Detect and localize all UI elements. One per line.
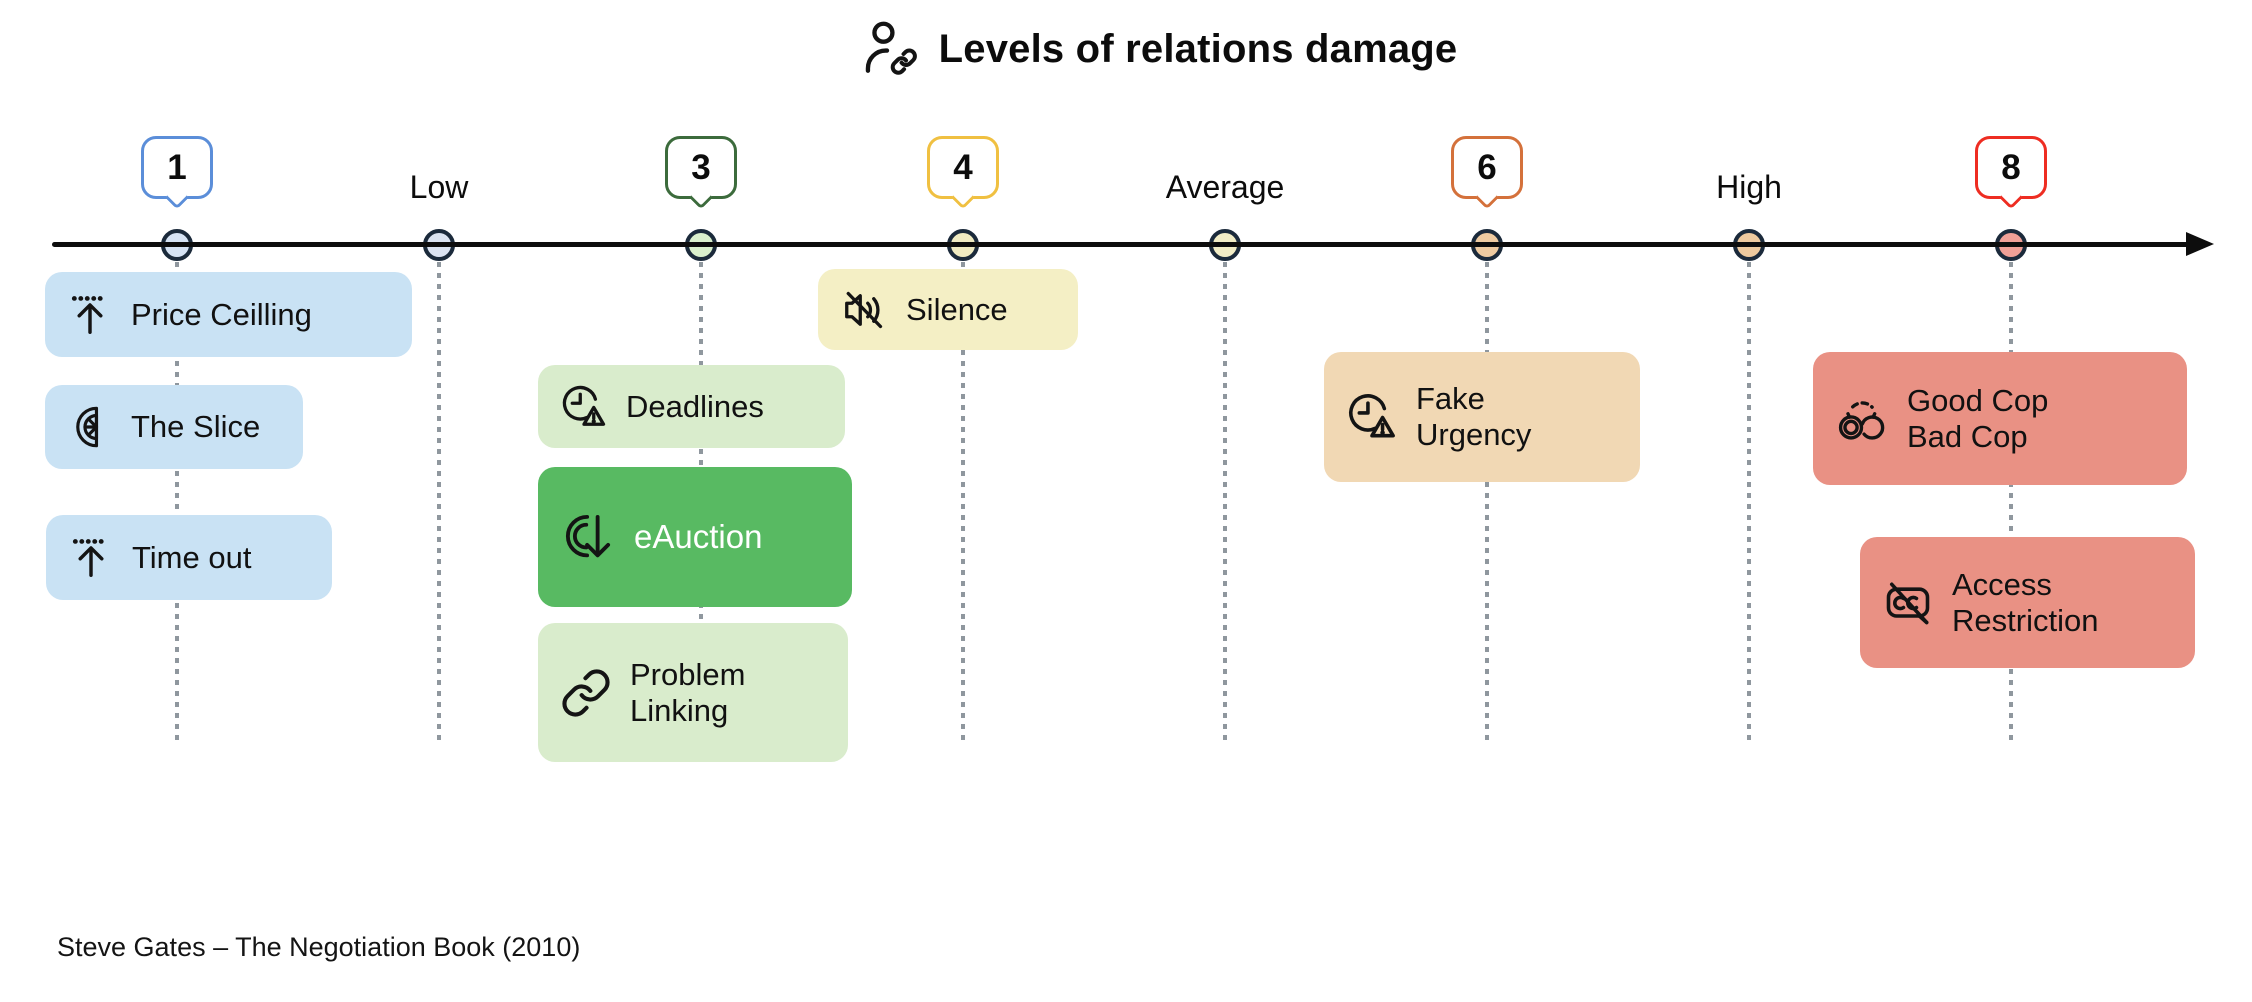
card-label: Problem Linking [630, 656, 746, 728]
half-slice-icon [76, 406, 99, 448]
dotted-guide-line [961, 262, 965, 743]
card-label: The Slice [131, 409, 261, 444]
marker-badge: 6 [1451, 136, 1523, 210]
no-captions-icon [1886, 582, 1930, 624]
badge-notch [688, 185, 714, 210]
ceiling-arrow-icon [72, 538, 110, 577]
card-price-ceilling: Price Ceilling [45, 272, 412, 357]
badge-number: 4 [953, 147, 973, 187]
card-label: Silence [906, 291, 1008, 327]
clock-warning-icon [1349, 394, 1395, 438]
dotted-guide-line [2009, 262, 2013, 743]
card-time-out: Time out [46, 515, 332, 600]
marker-badge: 1 [141, 136, 213, 210]
title-text: Levels of relations damage [938, 26, 1458, 71]
axis-label: Low [409, 169, 469, 205]
badge-notch [950, 185, 976, 210]
dotted-guide-line [1485, 262, 1489, 743]
person-link-icon [865, 21, 917, 75]
dotted-guide-line [1223, 262, 1227, 743]
card-label: Access Restriction [1952, 566, 2099, 638]
badge-number: 6 [1477, 147, 1497, 187]
card-silence: Silence [818, 269, 1078, 350]
marker-badge: 8 [1975, 136, 2047, 210]
card-problem-linking: Problem Linking [538, 623, 848, 762]
timeline-axis [52, 242, 2190, 247]
axis-label: High [1716, 169, 1782, 205]
marker-badge: 3 [665, 136, 737, 210]
handcuffs-icon [1838, 400, 1885, 440]
card-the-slice: The Slice [45, 385, 303, 469]
card-label: Price Ceilling [131, 296, 312, 332]
axis-arrowhead-icon [2186, 232, 2214, 256]
dotted-guide-line [1747, 262, 1751, 743]
ceiling-arrow-icon [71, 295, 109, 334]
card-label: eAuction [634, 518, 763, 555]
card-deadlines: Deadlines [538, 365, 845, 448]
page-title: Levels of relations damage [859, 18, 1458, 80]
chain-link-icon [562, 668, 610, 717]
badge-number: 1 [167, 147, 187, 187]
badge-number: 8 [2001, 147, 2021, 187]
badge-notch [164, 185, 190, 210]
card-label: Deadlines [626, 388, 764, 424]
card-access-restriction: Access Restriction [1860, 537, 2195, 668]
axis-label: Average [1165, 169, 1285, 205]
card-label: Fake Urgency [1416, 381, 1532, 452]
dotted-guide-line [437, 262, 441, 743]
card-label: Good Cop Bad Cop [1907, 382, 2049, 454]
card-good-cop-bad-cop: Good Cop Bad Cop [1813, 352, 2187, 485]
card-eauction: eAuction [538, 467, 852, 607]
clock-warning-icon [562, 385, 606, 426]
badge-notch [1998, 185, 2024, 210]
marker-badge: 4 [927, 136, 999, 210]
dotted-guide-line [175, 262, 179, 743]
source-attribution: Steve Gates – The Negotiation Book (2010… [57, 932, 581, 962]
badge-number: 3 [691, 147, 711, 187]
muted-speaker-icon [845, 291, 883, 328]
card-fake-urgency: Fake Urgency [1324, 352, 1640, 482]
card-label: Time out [132, 539, 252, 575]
auction-down-arrow-icon [566, 514, 611, 558]
badge-notch [1474, 185, 1500, 210]
